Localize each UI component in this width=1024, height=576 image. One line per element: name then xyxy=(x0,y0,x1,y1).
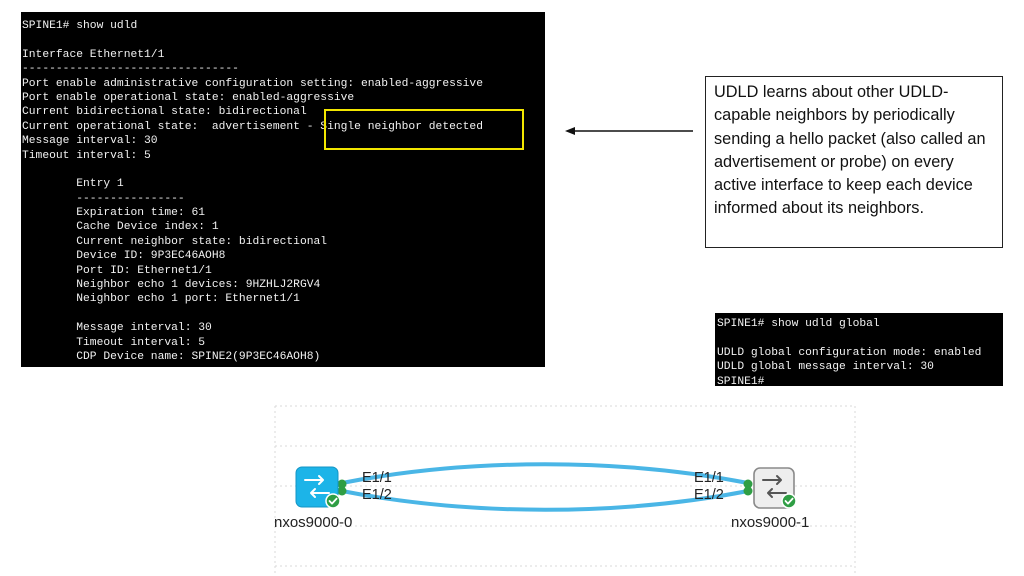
terminal-line: Message interval: 30 xyxy=(22,135,158,148)
terminal-line: Port ID: Ethernet1/1 xyxy=(22,264,212,277)
single-neighbor-highlight-box xyxy=(324,109,524,150)
terminal-line: Message interval: 30 xyxy=(22,322,212,335)
terminal-line: ---------------- xyxy=(22,192,185,205)
switch-nxos9000-0[interactable] xyxy=(295,466,341,509)
terminal-line: SPINE1# show udld xyxy=(22,20,138,32)
port-dot-left-1[interactable] xyxy=(337,479,347,489)
link-e1-2[interactable] xyxy=(340,489,750,512)
switch-nxos9000-1[interactable] xyxy=(753,467,797,509)
right-port-1-label: E1/1 xyxy=(694,470,724,486)
terminal-line: Current operational state: advertisement… xyxy=(22,120,483,133)
terminal-line: SPINE1# xyxy=(717,375,765,386)
terminal-line xyxy=(22,163,545,177)
terminal-line: Port enable administrative configuration… xyxy=(22,77,483,90)
link-e1-1[interactable] xyxy=(340,462,750,485)
terminal-line: Current bidirectional state: bidirection… xyxy=(22,106,307,119)
terminal-line: -------------------------------- xyxy=(22,63,239,76)
terminal-line: Neighbor echo 1 devices: 9HZHLJ2RGV4 xyxy=(22,279,321,292)
terminal-line xyxy=(717,331,1003,345)
terminal-line: Current neighbor state: bidirectional xyxy=(22,235,328,248)
terminal-line: Port enable operational state: enabled-a… xyxy=(22,91,355,104)
port-dot-right-1[interactable] xyxy=(743,479,753,489)
check-icon xyxy=(325,493,341,509)
terminal-line: SPINE1# show udld global xyxy=(717,318,880,330)
right-device-name: nxos9000-1 xyxy=(731,514,810,531)
terminal-line: Entry 1 xyxy=(22,178,124,191)
switch-arrows-icon xyxy=(304,475,330,498)
left-device-name: nxos9000-0 xyxy=(274,514,353,531)
terminal-line: UDLD global message interval: 30 xyxy=(717,361,934,374)
terminal-line: UDLD global configuration mode: enabled xyxy=(717,346,982,359)
port-dot-left-2[interactable] xyxy=(337,486,347,496)
terminal-line xyxy=(22,33,545,47)
terminal-line: Cache Device index: 1 xyxy=(22,221,219,234)
right-port-2-label: E1/2 xyxy=(694,487,724,503)
terminal-line: Neighbor echo 1 port: Ethernet1/1 xyxy=(22,293,300,306)
terminal-line: CDP Device name: SPINE2(9P3EC46AOH8) xyxy=(22,350,321,363)
terminal-line: Expiration time: 61 xyxy=(22,207,206,220)
port-dot-right-2[interactable] xyxy=(743,486,753,496)
terminal-line: Timeout interval: 5 xyxy=(22,336,206,349)
terminal-line: Device ID: 9P3EC46AOH8 xyxy=(22,250,226,263)
udld-explanation-callout: UDLD learns about other UDLD-capable nei… xyxy=(705,76,1003,248)
callout-arrow xyxy=(565,127,693,135)
callout-text: UDLD learns about other UDLD-capable nei… xyxy=(714,83,986,218)
terminal-line: Interface Ethernet1/1 xyxy=(22,48,165,61)
left-port-2-label: E1/2 xyxy=(362,487,392,503)
terminal-line: Timeout interval: 5 xyxy=(22,149,151,162)
switch-arrows-icon xyxy=(762,475,787,498)
terminal-line xyxy=(22,307,545,321)
left-port-1-label: E1/1 xyxy=(362,470,392,486)
check-icon xyxy=(781,493,797,509)
